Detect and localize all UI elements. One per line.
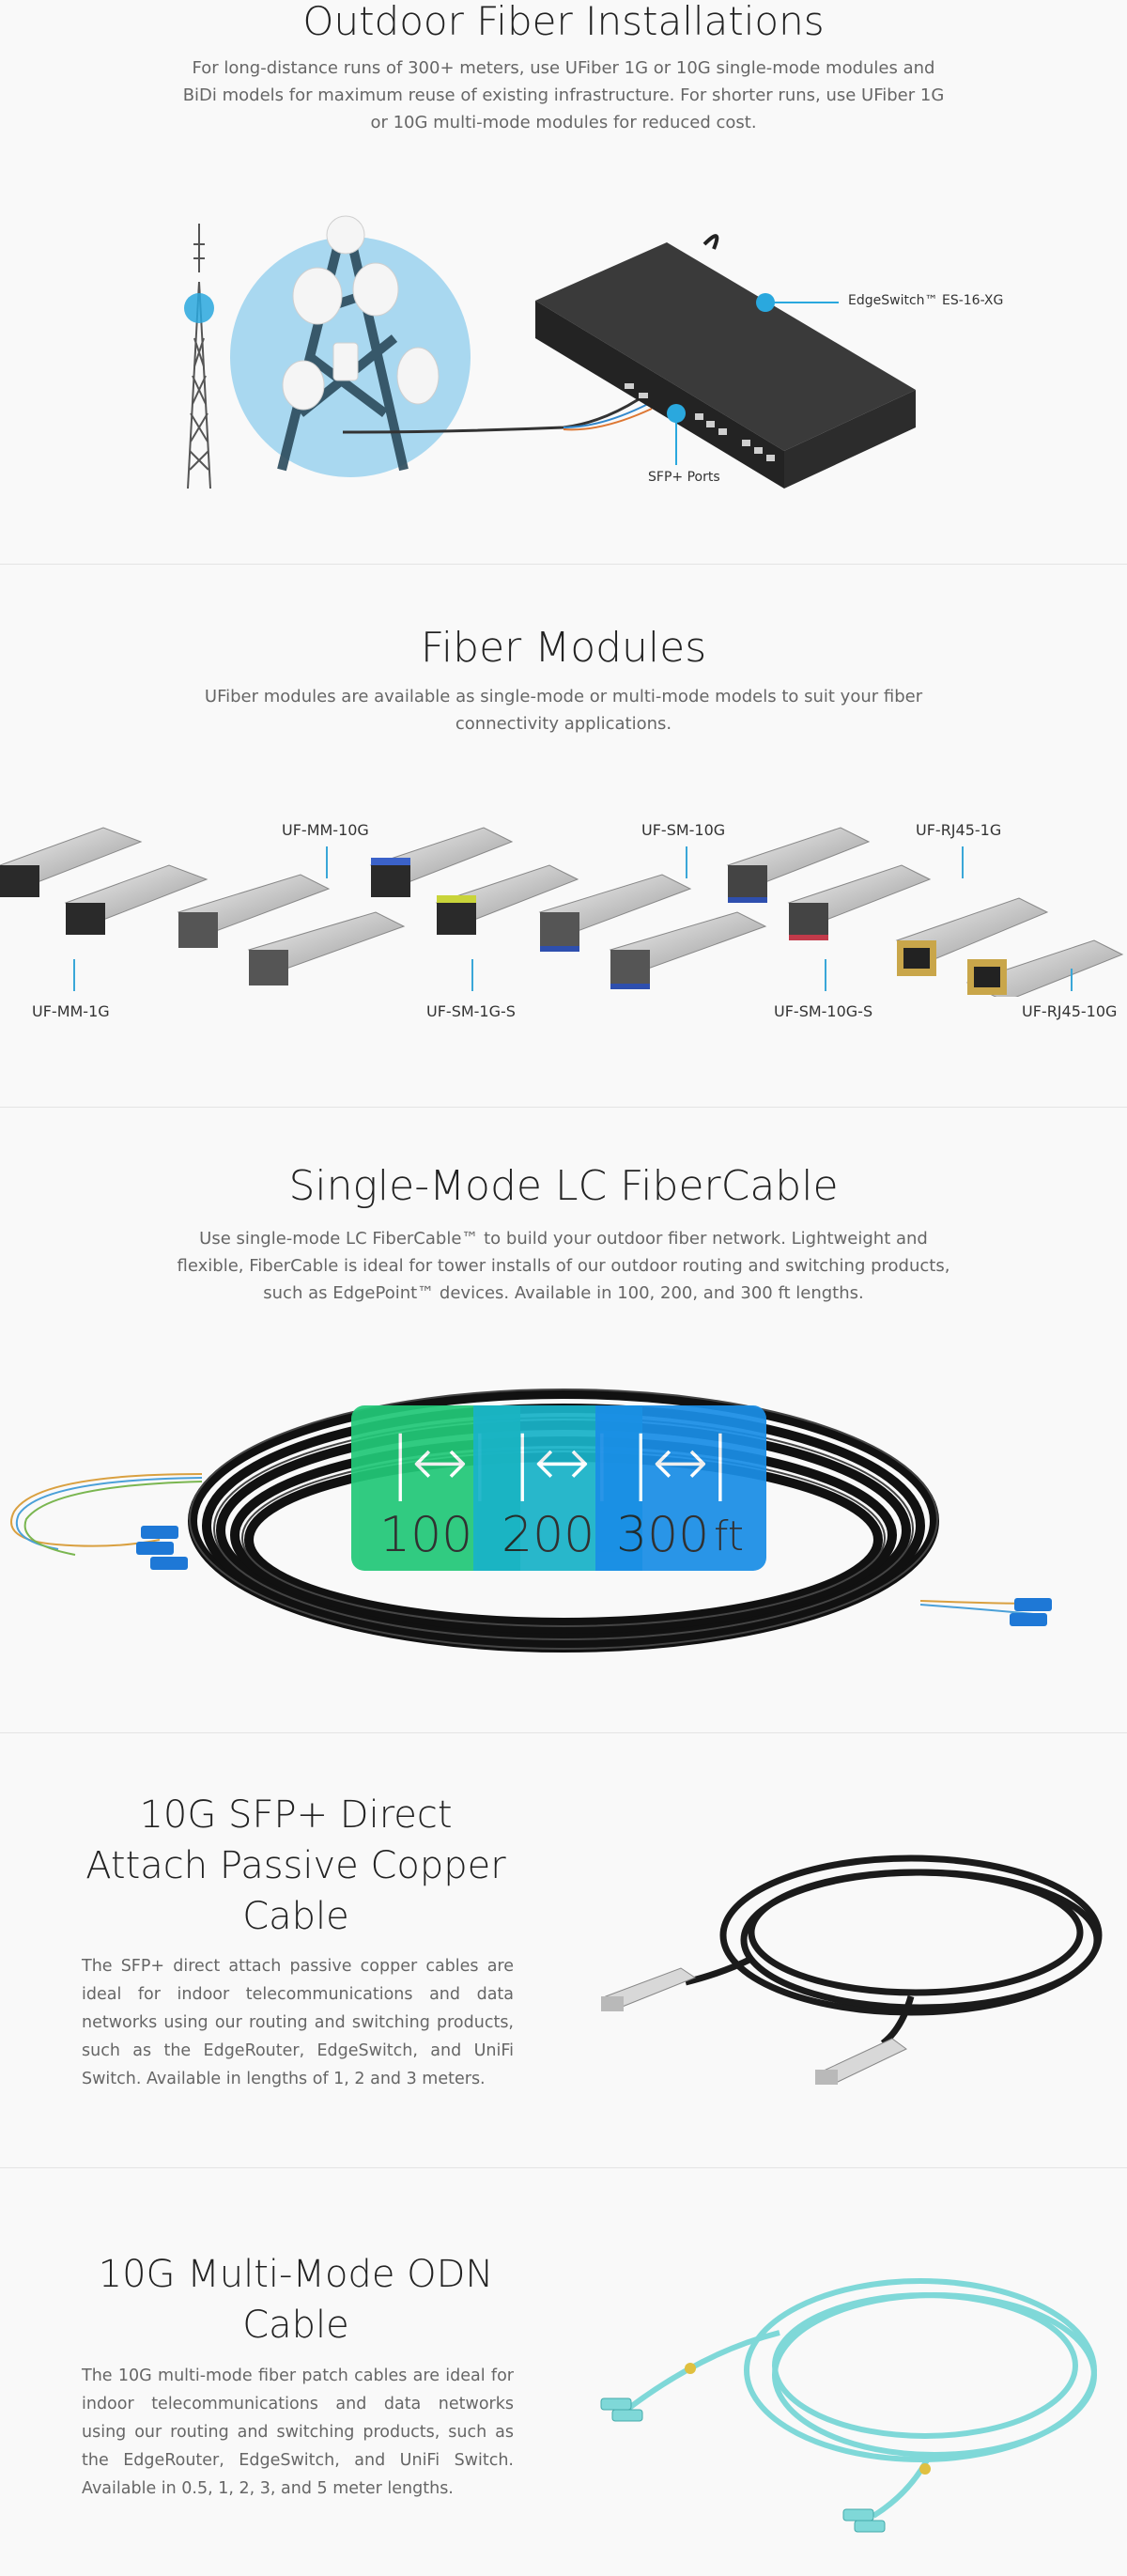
airfiber-antennas-graphic <box>282 215 440 411</box>
section-divider <box>0 2167 1127 2168</box>
length-unit: ft <box>714 1513 744 1560</box>
uf-mm-1g-module-graphic <box>0 827 208 935</box>
lc-connector-right-graphic <box>1010 1598 1052 1626</box>
fiber-modules-section: Fiber Modules UFiber modules are availab… <box>0 565 1127 1107</box>
length-tile-300: |↔| 300 ft <box>595 1405 766 1571</box>
section-divider <box>0 1107 1127 1108</box>
tick-uf-rj45-1g <box>962 846 964 878</box>
fiber-cable-line <box>342 397 640 434</box>
outdoor-fiber-description: For long-distance runs of 300+ meters, u… <box>182 58 945 132</box>
tower-highlight-dot <box>184 293 214 323</box>
section-divider <box>0 564 1127 565</box>
sfp-plug-right-graphic <box>815 2038 907 2085</box>
uf-sm-10g-s-module-graphic <box>726 827 932 940</box>
ports-callout-dot <box>667 404 686 423</box>
odn-cable-section: 10G Multi-Mode ODN Cable The 10G multi-m… <box>0 2168 1127 2576</box>
tick-uf-sm-1g-s <box>471 959 473 991</box>
uf-rj45-module-graphic <box>895 897 1124 997</box>
fibercable-title: Single-Mode LC FiberCable <box>288 1162 839 1210</box>
uf-sm-1g-s-module-graphic <box>369 827 579 935</box>
copper-cable-illustration <box>601 1854 1103 2085</box>
copper-cable-description: The SFP+ direct attach passive copper ca… <box>82 1957 514 2088</box>
outdoor-installation-illustration <box>184 215 916 489</box>
sfp-modules-illustration <box>0 827 1124 997</box>
switch-callout-dot <box>756 293 775 312</box>
odn-cable-description: The 10G multi-mode fiber patch cables ar… <box>82 2367 514 2498</box>
odn-cable-title: 10G Multi-Mode ODN Cable <box>98 2253 494 2347</box>
length-tile-100: |↔| 100 <box>351 1405 520 1571</box>
uf-mm-10g-module-graphic <box>177 874 406 985</box>
label-uf-sm-10g: UF-SM-10G <box>641 821 726 839</box>
tick-uf-mm-1g <box>73 959 75 991</box>
tick-uf-sm-10g <box>686 846 687 878</box>
label-uf-rj45-1g: UF-RJ45-1G <box>916 821 1002 839</box>
tick-uf-mm-10g <box>326 846 328 878</box>
tick-uf-sm-10g-s <box>825 959 826 991</box>
length-tiles: |↔| 100 |↔| 200 |↔| 300 ft <box>351 1405 766 1571</box>
label-uf-mm-10g: UF-MM-10G <box>282 821 369 839</box>
section-divider <box>0 1732 1127 1733</box>
label-uf-mm-1g: UF-MM-1G <box>32 1002 110 1020</box>
uf-sm-10g-module-graphic <box>538 874 767 989</box>
edgeswitch-graphic <box>535 234 916 489</box>
lc-plug-left-graphic <box>600 2398 643 2422</box>
odn-cable-illustration <box>600 2278 1097 2533</box>
length-value-100: 100 <box>379 1507 473 1563</box>
lc-plug-right-graphic <box>842 2508 886 2533</box>
copper-cable-section: 10G SFP+ Direct Attach Passive Copper Ca… <box>0 1733 1127 2167</box>
double-arrow-icon: |↔| <box>629 1422 732 1501</box>
lc-connector-left-graphic <box>136 1526 188 1570</box>
label-uf-sm-1g-s: UF-SM-1G-S <box>426 1002 516 1020</box>
label-uf-rj45-10g: UF-RJ45-10G <box>1022 1002 1118 1020</box>
fibercable-section: Single-Mode LC FiberCable Use single-mod… <box>0 1108 1127 1732</box>
switch-callout-label: EdgeSwitch™ ES-16-XG <box>848 293 1004 308</box>
lattice-tower-graphic <box>187 224 211 489</box>
label-uf-sm-10g-s: UF-SM-10G-S <box>774 1002 873 1020</box>
length-value-300: 300 <box>616 1507 710 1563</box>
copper-cable-title: 10G SFP+ Direct Attach Passive Copper Ca… <box>85 1793 506 1938</box>
tick-uf-rj45-10g <box>1071 969 1073 991</box>
fiber-modules-description: UFiber modules are available as single-m… <box>204 687 923 734</box>
sfp-plug-left-graphic <box>601 1967 697 2011</box>
outdoor-fiber-section: Outdoor Fiber Installations For long-dis… <box>0 0 1127 564</box>
fibercable-description: Use single-mode LC FiberCable™ to build … <box>177 1229 950 1303</box>
outdoor-fiber-title: Outdoor Fiber Installations <box>302 0 825 44</box>
ports-callout-label: SFP+ Ports <box>648 470 720 485</box>
length-value-200: 200 <box>502 1507 595 1563</box>
fiber-modules-title: Fiber Modules <box>420 624 707 672</box>
